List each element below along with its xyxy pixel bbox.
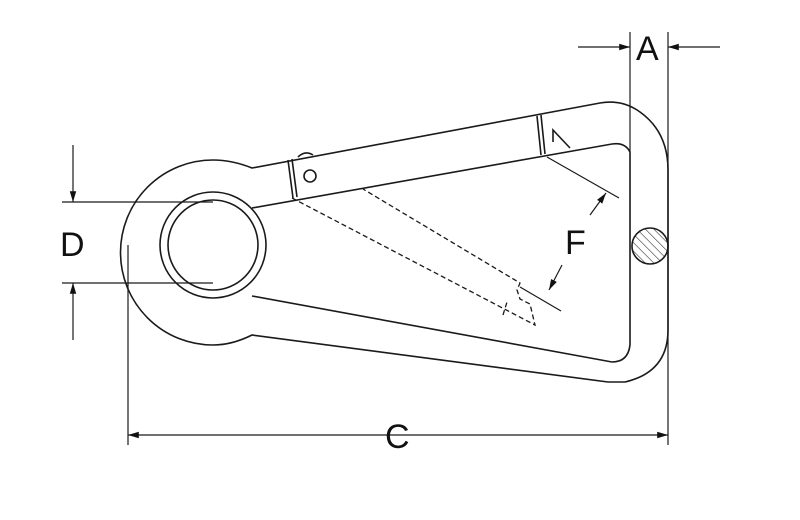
label-f: F — [565, 224, 586, 262]
label-d: D — [60, 226, 85, 264]
hook-outer-outline — [119, 101, 669, 383]
eye-ring-outer — [159, 191, 267, 299]
cross-section — [631, 227, 669, 265]
label-a: A — [636, 30, 659, 68]
hook-inner-outline — [251, 142, 631, 363]
dim-f-bottom-arrow — [548, 264, 563, 291]
gate-open-position — [291, 188, 536, 327]
gate-pin — [303, 169, 317, 183]
gate-pin-cap — [297, 152, 314, 158]
label-c: C — [385, 418, 410, 456]
gate — [287, 114, 546, 199]
gate-latch — [552, 127, 571, 149]
dim-f-top-arrow — [589, 192, 607, 216]
eye-ring-inner — [167, 199, 259, 291]
